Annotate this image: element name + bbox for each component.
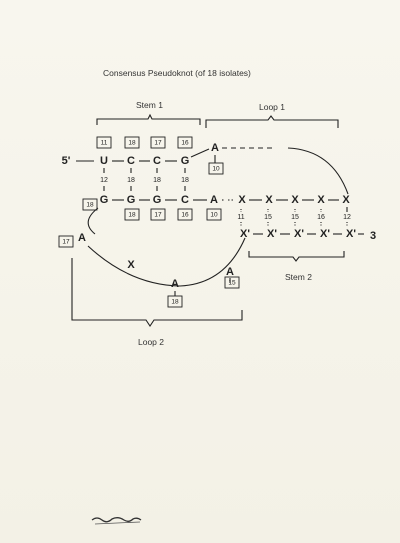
svg-text:C: C — [181, 194, 189, 206]
stem1-pair-counts: 12 18 18 18 — [100, 168, 189, 191]
stem1-bracket — [96, 113, 201, 125]
svg-text:17: 17 — [62, 239, 70, 246]
svg-text:16: 16 — [181, 140, 189, 147]
svg-text:18: 18 — [171, 299, 179, 306]
svg-text:X: X — [317, 194, 325, 206]
svg-text:G: G — [100, 194, 109, 206]
svg-text:X: X — [238, 194, 246, 206]
stem2-bottom: X' X' X' X' X' — [240, 228, 364, 240]
stem1-label: Stem 1 — [136, 100, 163, 110]
loop2-node-0-count-box — [58, 235, 74, 248]
svg-text:18: 18 — [86, 202, 94, 209]
middle-strand: G G G C A — [100, 194, 233, 206]
svg-text:C: C — [153, 155, 161, 167]
loop2-node-3: A — [226, 266, 234, 278]
loop1-bracket — [205, 115, 339, 128]
loop2-arc — [87, 207, 99, 235]
svg-text:X': X' — [267, 228, 277, 240]
loop1-label: Loop 1 — [259, 102, 285, 112]
svg-text:17: 17 — [154, 140, 162, 147]
svg-text:X': X' — [240, 228, 250, 240]
top-strand: U C C G — [76, 148, 210, 167]
diagram-title: Consensus Pseudoknot (of 18 isolates) — [103, 68, 251, 78]
loop2-node-1: X — [127, 259, 135, 271]
svg-text:12: 12 — [343, 214, 351, 221]
loop2-label: Loop 2 — [138, 337, 164, 347]
loop2-node-0: A — [78, 232, 86, 244]
svg-text:15: 15 — [291, 214, 299, 221]
loop1-arc — [287, 147, 349, 195]
svg-text:18: 18 — [127, 177, 135, 184]
three-prime-label: 3 — [370, 230, 376, 242]
svg-text:15: 15 — [264, 214, 272, 221]
svg-text:10: 10 — [210, 212, 218, 219]
loop2-node-2-count-box — [167, 295, 183, 308]
svg-text:18: 18 — [181, 177, 189, 184]
top-count-boxes: 11 18 17 16 — [96, 136, 193, 149]
svg-text:U: U — [100, 155, 108, 167]
svg-text:C: C — [127, 155, 135, 167]
stem2-bracket — [248, 251, 345, 262]
svg-text:12: 12 — [100, 177, 108, 184]
svg-text:15: 15 — [228, 280, 236, 287]
svg-text:11: 11 — [101, 140, 108, 147]
loop2-lower-arc — [87, 237, 246, 287]
stem2-top: X X X X X — [238, 194, 350, 206]
loop2-node-2: A — [171, 278, 179, 290]
loop2-node-3-count-box — [224, 276, 240, 289]
svg-text:18: 18 — [128, 140, 136, 147]
svg-text:G: G — [153, 194, 162, 206]
svg-text:17: 17 — [154, 212, 162, 219]
stem2-label: Stem 2 — [285, 272, 312, 282]
stem2-pair-counts: 11 15 15 16 12 — [237, 207, 351, 226]
svg-text:X': X' — [294, 228, 304, 240]
loop2-bracket — [71, 258, 243, 327]
svg-text:11: 11 — [237, 214, 244, 221]
svg-text:18: 18 — [128, 212, 136, 219]
svg-text:X: X — [291, 194, 299, 206]
svg-text:16: 16 — [181, 212, 189, 219]
svg-text:A: A — [210, 194, 218, 206]
svg-text:16: 16 — [317, 214, 325, 221]
top-extra-nuc: A — [211, 142, 219, 154]
left-count-box — [82, 198, 98, 211]
svg-text:X': X' — [346, 228, 356, 240]
svg-text:X: X — [342, 194, 350, 206]
five-prime-label: 5' — [62, 155, 71, 167]
top-extra-count-box — [208, 162, 224, 175]
svg-text:G: G — [127, 194, 136, 206]
svg-text:X': X' — [320, 228, 330, 240]
svg-text:10: 10 — [212, 166, 220, 173]
svg-text:18: 18 — [153, 177, 161, 184]
svg-text:X: X — [265, 194, 273, 206]
signature-scribble — [91, 517, 142, 525]
svg-text:G: G — [181, 155, 190, 167]
middle-count-boxes: 18 17 16 10 — [124, 208, 222, 221]
